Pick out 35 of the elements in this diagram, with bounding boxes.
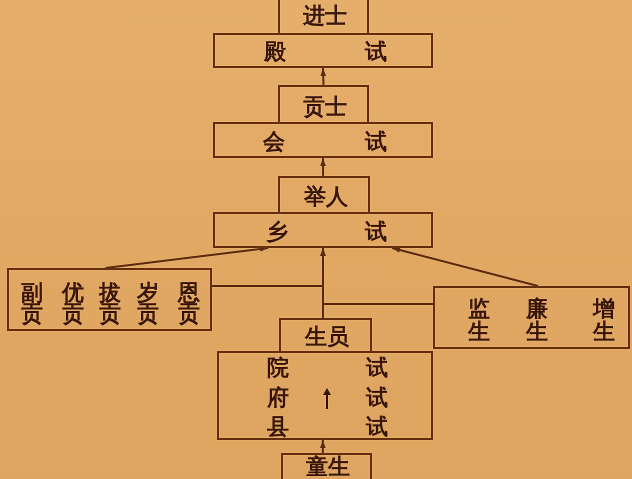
label-box bbox=[278, 176, 370, 214]
box-label: 监生 bbox=[468, 298, 490, 344]
arrow bbox=[320, 68, 326, 86]
process-box bbox=[213, 33, 433, 68]
process-box bbox=[213, 122, 433, 158]
box-label: 恩贡 bbox=[178, 283, 200, 325]
label-box bbox=[279, 318, 372, 353]
box-label: 生员 bbox=[305, 327, 349, 349]
box-label: 廉生 bbox=[526, 298, 548, 344]
label-box bbox=[278, 85, 369, 124]
box-label: 贡士 bbox=[303, 97, 347, 119]
label-box bbox=[278, 0, 369, 35]
list-box bbox=[433, 286, 630, 349]
arrow bbox=[392, 247, 538, 287]
process-box bbox=[217, 351, 433, 440]
label-box bbox=[281, 453, 372, 479]
box-label: 试试试 bbox=[366, 355, 388, 442]
box-label: 拔贡 bbox=[99, 283, 121, 325]
box-label: 乡试 bbox=[266, 222, 387, 244]
box-label: 举人 bbox=[304, 187, 348, 209]
box-label: 殿试 bbox=[264, 42, 387, 64]
arrow bbox=[105, 246, 268, 269]
list-box bbox=[7, 268, 212, 331]
box-label: 增生 bbox=[593, 298, 615, 344]
box-label: 童生 bbox=[306, 457, 350, 479]
box-label: 岁贡 bbox=[137, 283, 159, 325]
arrow bbox=[320, 440, 326, 453]
box-label: 优贡 bbox=[62, 283, 84, 325]
box-label: 进士 bbox=[303, 6, 347, 28]
arrow bbox=[320, 248, 433, 306]
box-label: 院府县 bbox=[267, 355, 289, 442]
box-label: 会试 bbox=[263, 132, 387, 154]
box-label: 副贡 bbox=[21, 283, 43, 325]
process-box bbox=[213, 212, 433, 248]
arrow bbox=[320, 158, 326, 176]
